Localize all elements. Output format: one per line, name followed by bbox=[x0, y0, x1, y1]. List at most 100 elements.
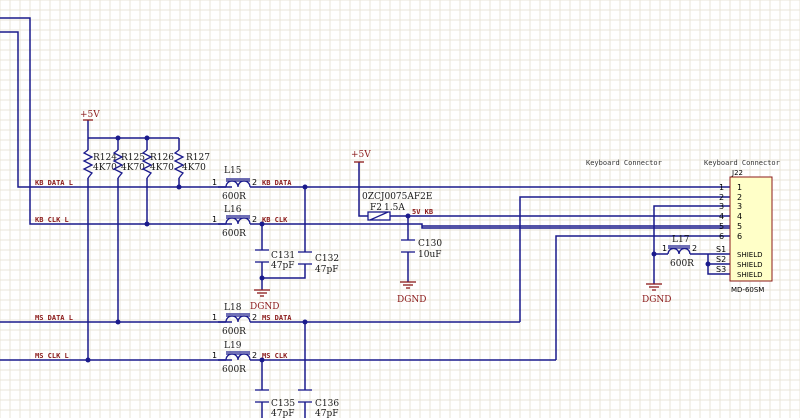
inductor-l17[interactable]: L17 600R 1 2 bbox=[662, 235, 697, 269]
net-label-ms-clk-l[interactable]: MS CLK L bbox=[35, 352, 69, 360]
capacitor-ref: C136 bbox=[315, 399, 339, 409]
capacitor-c132[interactable]: C132 47pF bbox=[298, 251, 339, 275]
connector-part: MD-60SM bbox=[731, 286, 764, 294]
connector-pin-outer-1: 1 bbox=[719, 183, 724, 192]
inductor-pin1: 1 bbox=[212, 178, 217, 187]
power-5v-pullup[interactable]: +5V bbox=[80, 110, 100, 121]
capacitor-c136[interactable]: C136 47pF bbox=[298, 389, 339, 418]
connector-pin-outer-6: 6 bbox=[719, 232, 724, 241]
fuse-body bbox=[367, 211, 391, 221]
resistor-r126[interactable]: R126 4K70 bbox=[141, 149, 174, 179]
power-label: +5V bbox=[80, 110, 100, 120]
fuse-ref: F2 bbox=[370, 203, 382, 213]
net-label-ms-data[interactable]: MS DATA bbox=[262, 314, 292, 322]
inductor-l18[interactable]: L18 600R 1 2 bbox=[212, 303, 257, 337]
connector-j22[interactable]: Keyboard Connector Keyboard Connector J2… bbox=[586, 159, 780, 294]
junction-dot bbox=[85, 357, 91, 363]
resistor-r127[interactable]: R127 4K70 bbox=[173, 149, 210, 179]
inductor-ref: L15 bbox=[224, 166, 242, 176]
fuse-f2[interactable]: 0ZCJ0075AF2E F2 1.5A bbox=[362, 192, 432, 221]
ground-label: DGND bbox=[250, 302, 280, 312]
inductor-pin1: 1 bbox=[662, 244, 667, 253]
net-label-ms-data-l[interactable]: MS DATA L bbox=[35, 314, 73, 322]
inductor-pin2: 2 bbox=[252, 313, 257, 322]
junction-dot bbox=[115, 135, 121, 141]
connector-header-right: Keyboard Connector bbox=[704, 159, 780, 167]
connector-pin-outer-4: 4 bbox=[719, 212, 724, 221]
resistor-zigzag bbox=[112, 149, 124, 179]
connector-pin-outer-5: 5 bbox=[719, 222, 724, 231]
capacitor-c135[interactable]: C135 47pF bbox=[255, 389, 295, 418]
junction-dot bbox=[302, 184, 308, 190]
inductor-value: 600R bbox=[222, 327, 246, 337]
inductor-l16[interactable]: L16 600R 1 2 bbox=[212, 205, 257, 239]
inductor-coil bbox=[225, 217, 251, 225]
capacitor-c131[interactable]: C131 47pF bbox=[255, 249, 295, 271]
connector-shield-name-1: SHIELD bbox=[737, 251, 762, 259]
fuse-value: 1.5A bbox=[384, 203, 405, 213]
connector-pin-inner-3: 3 bbox=[737, 202, 742, 211]
junction-dot bbox=[259, 275, 265, 281]
resistor-zigzag bbox=[173, 149, 185, 179]
fuse-part-number: 0ZCJ0075AF2E bbox=[362, 192, 432, 202]
wires bbox=[0, 17, 730, 390]
junction-dot bbox=[705, 261, 711, 267]
capacitor-ref: C130 bbox=[418, 239, 442, 249]
resistor-ref: R125 bbox=[121, 153, 145, 163]
connector-body bbox=[729, 176, 773, 282]
capacitor-ref: C131 bbox=[271, 251, 295, 261]
capacitor-value: 10uF bbox=[418, 250, 442, 260]
net-label-kb-clk[interactable]: KB CLK bbox=[262, 216, 288, 224]
inductor-pin1: 1 bbox=[212, 313, 217, 322]
net-labels: KB DATA L KB CLK L MS DATA L MS CLK L KB… bbox=[35, 179, 433, 360]
wire-kb-data-l-trace bbox=[0, 31, 232, 188]
capacitor-c130[interactable]: C130 10uF bbox=[401, 239, 442, 260]
connector-pin-outer-2: 2 bbox=[719, 193, 724, 202]
net-label-5v-kb[interactable]: 5V KB bbox=[412, 208, 433, 216]
junction-dot bbox=[302, 319, 308, 325]
connector-pin-outer-3: 3 bbox=[719, 202, 724, 211]
resistor-value: 4K70 bbox=[150, 163, 174, 173]
junction-dot bbox=[651, 251, 657, 257]
connector-shield-pin-s2: S2 bbox=[716, 255, 726, 264]
resistor-ref: R124 bbox=[93, 153, 117, 163]
inductor-value: 600R bbox=[222, 229, 246, 239]
resistor-value: 4K70 bbox=[182, 163, 206, 173]
inductor-l15[interactable]: L15 600R 1 2 bbox=[212, 166, 257, 202]
capacitor-value: 47pF bbox=[315, 409, 338, 418]
ground-dgnd-c130[interactable]: DGND bbox=[397, 281, 427, 305]
resistor-zigzag bbox=[82, 149, 94, 179]
connector-shield-name-3: SHIELD bbox=[737, 271, 762, 279]
inductor-coil bbox=[225, 353, 251, 361]
resistor-r124[interactable]: R124 4K70 bbox=[82, 149, 117, 179]
net-label-kb-clk-l[interactable]: KB CLK L bbox=[35, 216, 69, 224]
inductor-pin1: 1 bbox=[212, 215, 217, 224]
inductor-pin2: 2 bbox=[252, 351, 257, 360]
inductor-ref: L19 bbox=[224, 341, 242, 351]
inductor-coil bbox=[225, 180, 251, 188]
inductor-l19[interactable]: L19 600R 1 2 bbox=[212, 341, 257, 375]
connector-pin-inner-4: 4 bbox=[737, 212, 742, 221]
power-5v-fuse[interactable]: +5V bbox=[351, 150, 371, 163]
net-label-ms-clk[interactable]: MS CLK bbox=[262, 352, 288, 360]
ground-dgnd-connector[interactable]: DGND bbox=[642, 283, 672, 305]
inductor-coil bbox=[667, 247, 691, 255]
wire-pin6 bbox=[555, 235, 730, 360]
junction-dot bbox=[176, 184, 182, 190]
resistor-zigzag bbox=[141, 149, 153, 179]
net-label-kb-data-l[interactable]: KB DATA L bbox=[35, 179, 73, 187]
junction-dot bbox=[144, 221, 150, 227]
connector-ref: J22 bbox=[731, 169, 743, 177]
resistor-r125[interactable]: R125 4K70 bbox=[112, 149, 145, 179]
capacitor-ref: C132 bbox=[315, 254, 339, 264]
ground-dgnd-caps[interactable]: DGND bbox=[250, 289, 280, 312]
capacitor-value: 47pF bbox=[271, 409, 294, 418]
wire-shield-bus bbox=[707, 254, 730, 275]
inductor-ref: L16 bbox=[224, 205, 242, 215]
net-label-kb-data[interactable]: KB DATA bbox=[262, 179, 292, 187]
connector-pin-inner-6: 6 bbox=[737, 232, 742, 241]
wire-5v-fuse-in bbox=[358, 162, 368, 217]
inductor-value: 600R bbox=[222, 192, 246, 202]
capacitor-value: 47pF bbox=[271, 261, 294, 271]
